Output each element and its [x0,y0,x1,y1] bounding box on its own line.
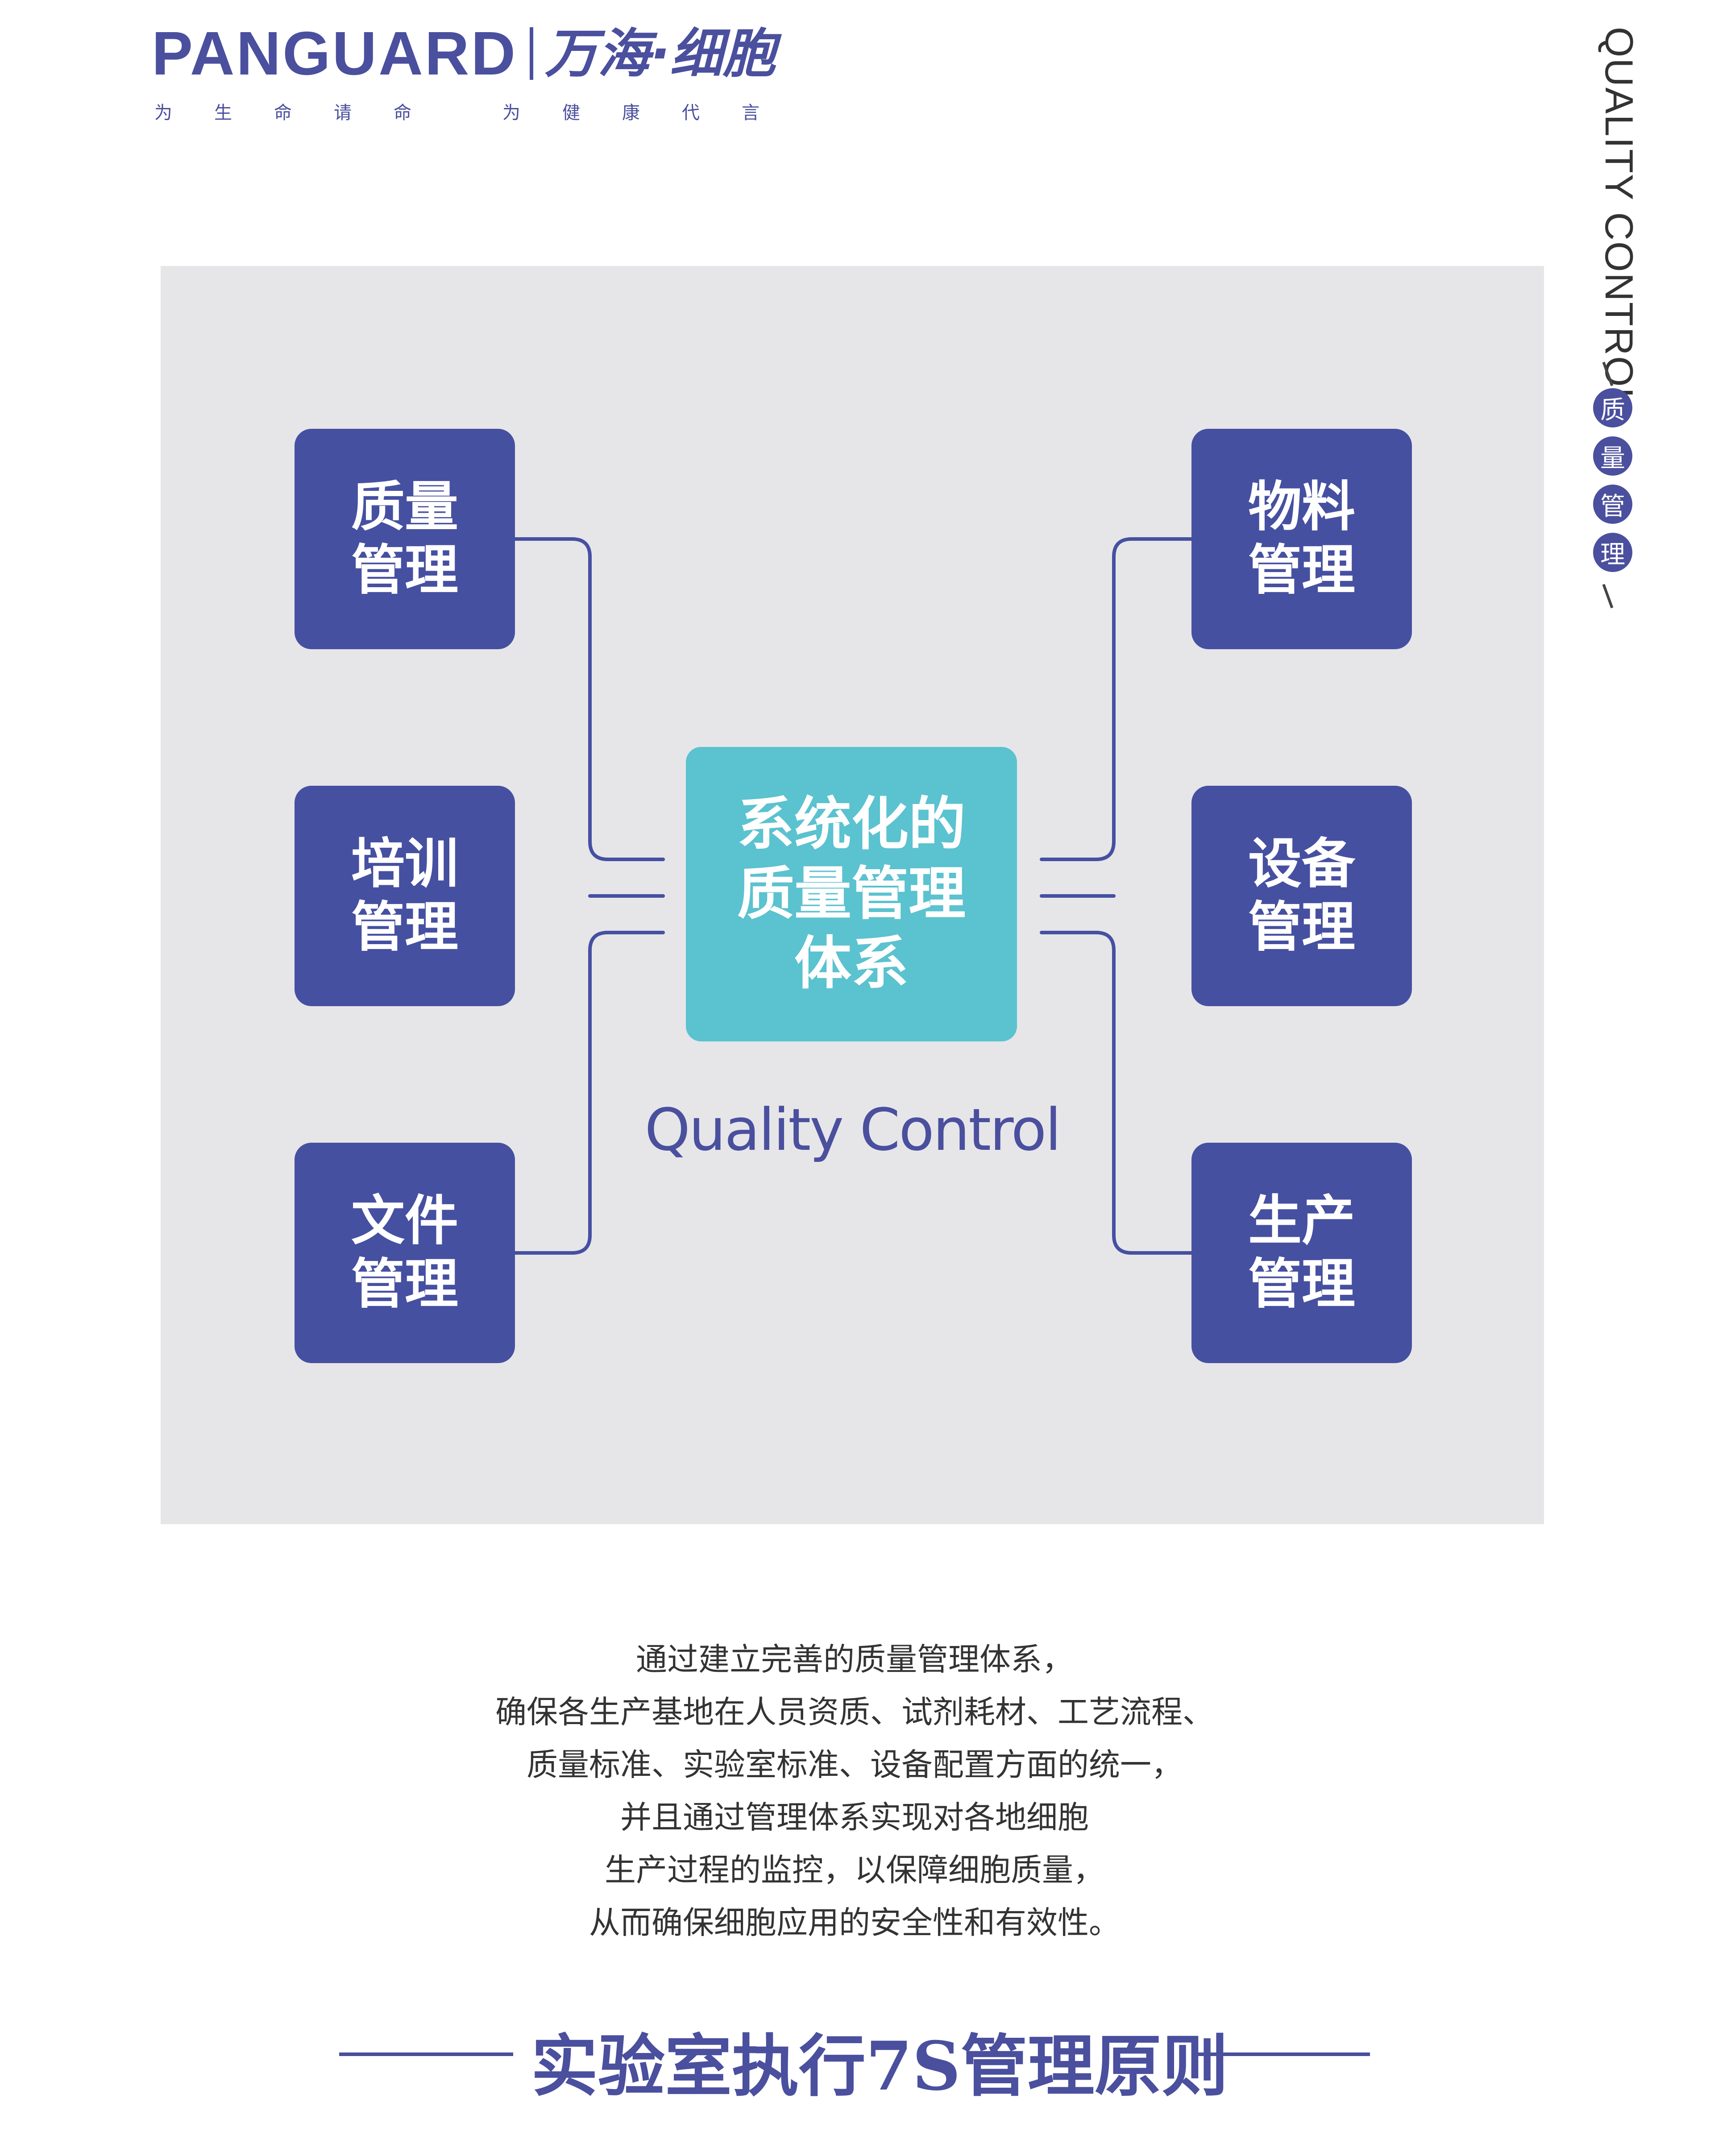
training-management-box: 培训 管理 [295,786,515,1006]
equipment-management-box: 设备 管理 [1191,786,1412,1006]
box-line: 设备 [1248,833,1355,896]
box-line: 物料 [1248,476,1355,539]
tagline-char: 为 [502,103,520,123]
connector-production [1040,931,1194,1255]
box-line: 管理 [351,539,458,601]
tagline-char: 请 [334,103,352,123]
description-line: 从而确保细胞应用的安全性和有效性。 [589,1904,1120,1941]
material-management-box: 物料 管理 [1191,429,1412,649]
tagline-char: 代 [682,103,700,123]
footer-heading: 实验室执行7S管理原则 [339,2008,1370,2106]
footer-line-right [1196,2052,1370,2056]
box-line: 管理 [351,896,458,958]
logo-divider [530,27,534,80]
footer-line-left [339,2052,513,2056]
tagline-char: 命 [274,103,292,123]
side-circle-char: 量 [1593,436,1632,476]
tagline-char: 命 [394,103,411,123]
side-circle-char: 管 [1593,485,1632,524]
quality-management-box: 质量 管理 [295,429,515,649]
center-line: 体系 [794,930,909,997]
description-line: 生产过程的监控，以保障细胞质量， [605,1852,1104,1888]
description-line: 质量标准、实验室标准、设备配置方面的统一， [527,1746,1183,1783]
description-line: 确保各生产基地在人员资质、试剂耗材、工艺流程、 [495,1694,1214,1730]
tagline-char: 康 [622,103,640,123]
brand-logo: PANGUARD 万海·细胞 为 生 命 请 命 为 健 康 代 言 [152,18,776,123]
box-line: 文件 [351,1190,458,1252]
box-line: 生产 [1248,1190,1355,1252]
tagline-char: 健 [562,103,580,123]
description-paragraph: 通过建立完善的质量管理体系， 确保各生产基地在人员资质、试剂耗材、工艺流程、 质… [312,1633,1397,1949]
connector-lines [379,537,1194,1255]
description-line: 通过建立完善的质量管理体系， [636,1641,1073,1678]
box-line: 质量 [351,476,458,539]
box-line: 培训 [351,833,458,896]
tagline-char: 生 [214,103,232,123]
production-management-box: 生产 管理 [1191,1143,1412,1363]
box-line: 管理 [1248,539,1355,601]
side-section-label: QUALITY CONTROL 质 量 管 理 [1553,18,1664,643]
connector-document [379,931,665,1255]
center-system-box: 系统化的 质量管理 体系 [686,747,1017,1041]
center-line: 质量管理 [737,860,966,927]
brand-tagline: 为 生 命 请 命 为 健 康 代 言 [154,98,766,125]
tagline-char: 言 [742,103,760,123]
quality-control-label: Quality Control [644,1096,1062,1164]
side-circle-char: 理 [1593,533,1632,572]
center-line: 系统化的 [737,791,966,858]
side-label-en: QUALITY CONTROL [1597,27,1641,410]
footer-title: 实验室执行7S管理原则 [531,2027,1229,2106]
description-line: 并且通过管理体系实现对各地细胞 [620,1799,1089,1836]
side-circle-char: 质 [1593,388,1632,427]
brand-name-cn: 万海·细胞 [545,23,776,84]
tagline-char: 为 [154,103,172,123]
box-line: 管理 [1248,896,1355,958]
box-line: 管理 [351,1253,458,1315]
box-line: 管理 [1248,1253,1355,1315]
diagram-panel: 质量 管理 培训 管理 文件 管理 物料 管理 设备 管理 生产 管理 系统化的… [161,266,1544,1524]
brand-name-en: PANGUARD [152,19,518,88]
connector-material [1040,537,1194,861]
connector-quality [379,537,665,861]
slash-divider [1602,584,1614,609]
document-management-box: 文件 管理 [295,1143,515,1363]
